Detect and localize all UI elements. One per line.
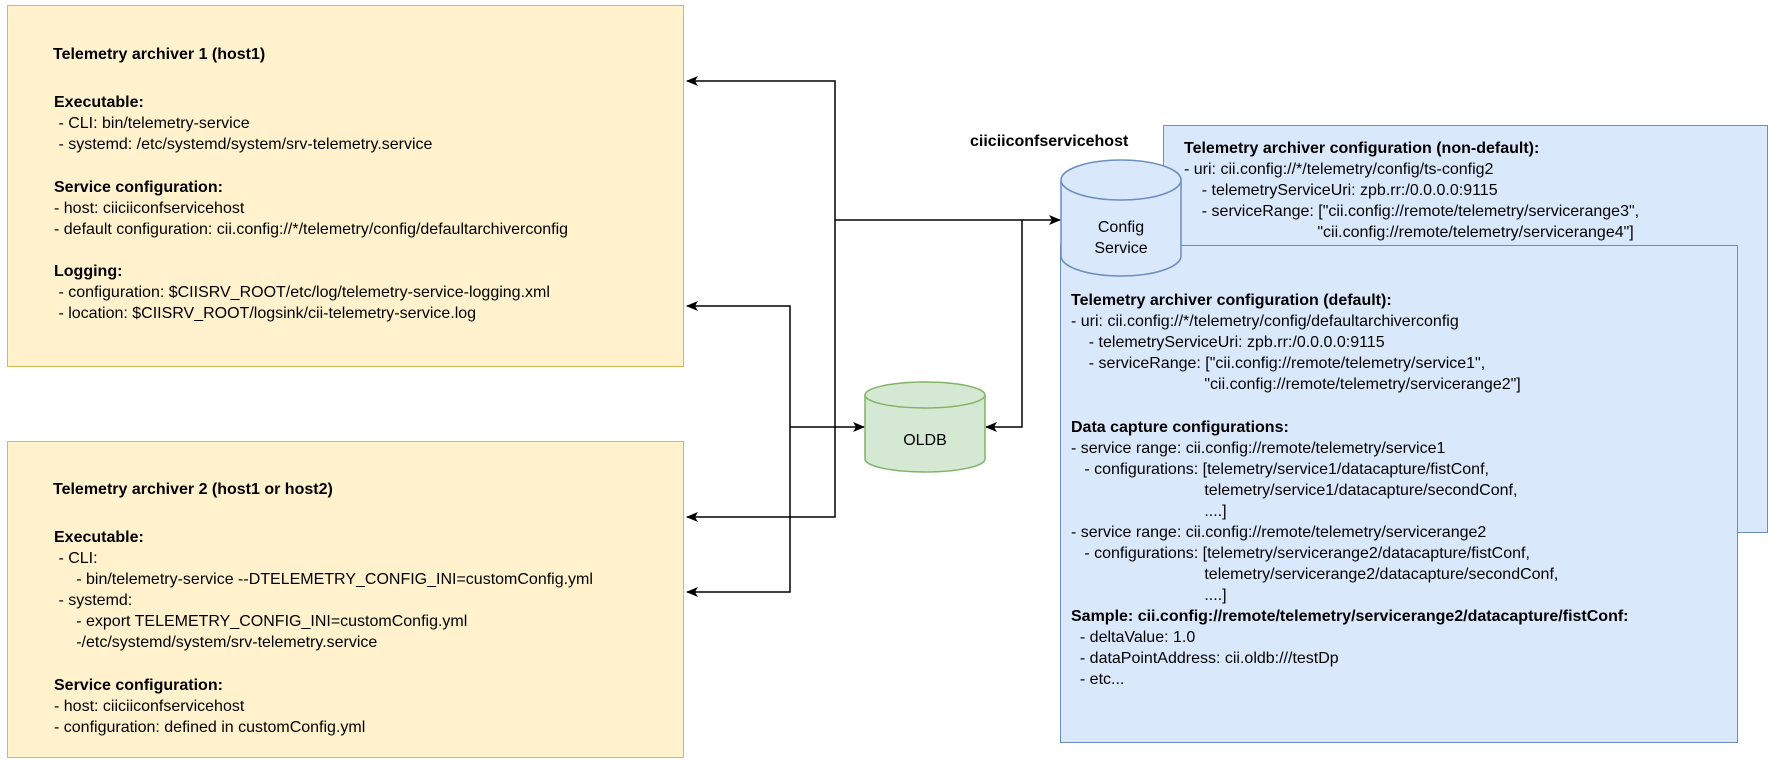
default-title: Telemetry archiver configuration (defaul…: [1071, 292, 1392, 309]
archiver1-exec-cli: - CLI: bin/telemetry-service: [54, 115, 250, 132]
archiver1-log-config: - configuration: $CIISRV_ROOT/etc/log/te…: [54, 284, 550, 301]
connector-archiver2-oldb: [686, 427, 791, 597]
connector-archiver1-config: [686, 76, 836, 220]
nondefault-uri: - uri: cii.config://*/telemetry/config/t…: [1184, 161, 1494, 178]
default-dc2-conf2: telemetry/servicerange2/datacapture/seco…: [1071, 566, 1559, 583]
archiver1-box[interactable]: Telemetry archiver 1 (host1) Executable:…: [7, 5, 684, 367]
default-dc1-conf2: telemetry/service1/datacapture/secondCon…: [1071, 482, 1518, 499]
default-range2: "cii.config://remote/telemetry/servicera…: [1071, 376, 1521, 393]
archiver2-exec-header: Executable:: [54, 529, 144, 546]
archiver1-log-header: Logging:: [54, 263, 123, 280]
oldb-label: OLDB: [903, 432, 947, 449]
default-dc1-range: - service range: cii.config://remote/tel…: [1071, 440, 1446, 457]
nondefault-range1: - serviceRange: ["cii.config://remote/te…: [1184, 203, 1640, 220]
archiver2-exec-cli: - CLI:: [54, 550, 98, 567]
default-dc1-conf1: - configurations: [telemetry/service1/da…: [1071, 461, 1489, 478]
connector-archiver2-config: [686, 220, 836, 522]
archiver2-svc-config: - configuration: defined in customConfig…: [54, 719, 366, 736]
archiver2-exec-systemd-path: -/etc/systemd/system/srv-telemetry.servi…: [54, 634, 378, 651]
archiver1-svc-default: - default configuration: cii.config://*/…: [54, 221, 569, 238]
default-sample-delta: - deltaValue: 1.0: [1071, 629, 1196, 646]
archiver1-svc-host: - host: ciiciiconfservicehost: [54, 200, 245, 217]
default-dc-header: Data capture configurations:: [1071, 419, 1289, 436]
default-dc2-conf1: - configurations: [telemetry/servicerang…: [1071, 545, 1530, 562]
archiver2-title: Telemetry archiver 2 (host1 or host2): [53, 481, 333, 498]
archiver1-log-location: - location: $CIISRV_ROOT/logsink/cii-tel…: [54, 305, 477, 322]
nondefault-title: Telemetry archiver configuration (non-de…: [1184, 140, 1540, 157]
archiver2-exec-systemd-export: - export TELEMETRY_CONFIG_INI=customConf…: [54, 613, 468, 630]
config-service-label-line2: Service: [1094, 240, 1148, 257]
default-config-box[interactable]: Telemetry archiver configuration (defaul…: [1060, 245, 1738, 743]
config-service-cylinder[interactable]: [1060, 158, 1182, 278]
connector-archiver1-oldb: [686, 301, 791, 427]
archiver2-svc-header: Service configuration:: [54, 677, 223, 694]
oldb-cylinder[interactable]: [864, 381, 986, 473]
archiver1-svc-header: Service configuration:: [54, 179, 223, 196]
default-uri: - uri: cii.config://*/telemetry/config/d…: [1071, 313, 1459, 330]
default-range1: - serviceRange: ["cii.config://remote/te…: [1071, 355, 1486, 372]
connector-config-oldb: [985, 220, 1023, 432]
default-sample-header: Sample: cii.config://remote/telemetry/se…: [1071, 608, 1629, 625]
config-service-host-label: ciiciiconfservicehost: [970, 133, 1129, 150]
archiver2-exec-cli-cmd: - bin/telemetry-service --DTELEMETRY_CON…: [54, 571, 593, 588]
archiver2-exec-systemd: - systemd:: [54, 592, 133, 609]
archiver1-exec-systemd: - systemd: /etc/systemd/system/srv-telem…: [54, 136, 433, 153]
default-sample-etc: - etc...: [1071, 671, 1125, 688]
archiver2-svc-host: - host: ciiciiconfservicehost: [54, 698, 245, 715]
archiver2-box[interactable]: Telemetry archiver 2 (host1 or host2) Ex…: [7, 441, 684, 758]
archiver1-exec-header: Executable:: [54, 94, 144, 111]
default-dc2-conf3: ....]: [1071, 587, 1227, 604]
default-dc2-range: - service range: cii.config://remote/tel…: [1071, 524, 1487, 541]
default-dc1-conf3: ....]: [1071, 503, 1227, 520]
archiver1-title: Telemetry archiver 1 (host1): [53, 46, 266, 63]
default-service-uri: - telemetryServiceUri: zpb.rr:/0.0.0.0:9…: [1071, 334, 1385, 351]
config-service-label-line1: Config: [1097, 219, 1145, 236]
nondefault-service-uri: - telemetryServiceUri: zpb.rr:/0.0.0.0:9…: [1184, 182, 1498, 199]
nondefault-range2: "cii.config://remote/telemetry/servicera…: [1184, 224, 1634, 241]
default-sample-address: - dataPointAddress: cii.oldb:///testDp: [1071, 650, 1339, 667]
